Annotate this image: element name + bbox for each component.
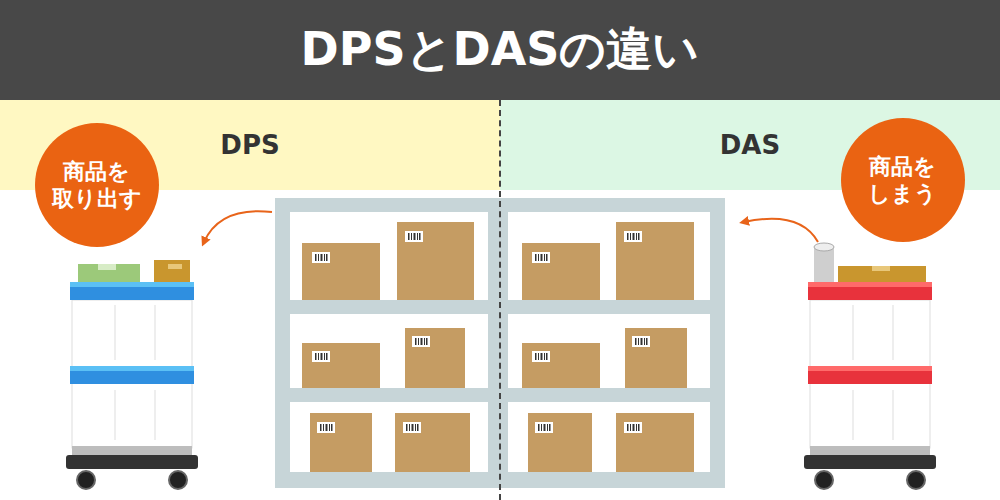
cardboard-boxes — [616, 222, 694, 300]
cardboard-boxes — [405, 231, 423, 242]
callout-circle: 商品を 取り出す — [35, 123, 159, 247]
blue-cart — [70, 366, 194, 371]
node-label: 商品を しまう — [855, 153, 952, 208]
cardboard-boxes — [632, 336, 650, 347]
shelf — [290, 402, 488, 472]
blue-cart — [70, 282, 194, 287]
cardboard-boxes — [317, 422, 335, 433]
divider-line — [499, 100, 501, 500]
cardboard-boxes — [624, 231, 642, 242]
blue-cart — [169, 471, 187, 489]
flow-arrows — [744, 219, 818, 242]
cardboard-boxes — [616, 413, 694, 472]
cardboard-boxes — [532, 252, 550, 263]
cardboard-boxes — [532, 351, 550, 362]
cardboard-boxes — [312, 351, 330, 362]
red-cart — [853, 390, 854, 440]
callout-circle: 商品を しまう — [841, 118, 965, 242]
cardboard-boxes — [310, 413, 372, 472]
shelf — [508, 314, 710, 388]
blue-cart — [115, 390, 116, 440]
blue-cart — [168, 264, 182, 269]
cardboard-boxes — [405, 328, 465, 388]
blue-cart — [154, 260, 190, 282]
node-label: DAS — [720, 130, 780, 160]
cardboard-boxes — [302, 343, 380, 388]
cardboard-boxes — [624, 422, 642, 433]
blue-cart — [70, 282, 194, 300]
red-cart — [804, 243, 936, 489]
cardboard-boxes — [412, 336, 430, 347]
node-label: 商品を 取り出す — [49, 158, 146, 213]
red-cart — [808, 282, 932, 300]
blue-cart — [77, 471, 95, 489]
red-cart — [808, 366, 932, 384]
blue-cart — [70, 366, 194, 384]
blue-cart — [66, 455, 198, 469]
blue-cart — [115, 305, 116, 360]
cardboard-boxes — [302, 243, 380, 300]
red-cart — [872, 266, 890, 271]
shelf — [290, 314, 488, 388]
cardboard-boxes — [403, 422, 421, 433]
blue-cart — [66, 260, 198, 489]
node-label: DPS — [220, 130, 279, 160]
blue-cart — [155, 390, 156, 440]
shelf — [508, 402, 710, 472]
red-cart — [808, 282, 932, 287]
shelf — [508, 212, 710, 300]
blue-cart — [72, 446, 192, 456]
red-cart — [810, 446, 930, 456]
cardboard-boxes — [395, 413, 470, 472]
cardboard-boxes — [522, 343, 600, 388]
shelf — [290, 212, 488, 300]
cardboard-boxes — [522, 243, 600, 300]
flow-arrows — [204, 211, 272, 242]
red-cart — [893, 305, 894, 360]
red-cart — [814, 243, 834, 251]
blue-cart — [155, 305, 156, 360]
red-cart — [808, 366, 932, 371]
title-bar — [0, 0, 1000, 100]
red-cart — [893, 390, 894, 440]
red-cart — [804, 455, 936, 469]
cardboard-boxes — [312, 252, 330, 263]
flow-arrows — [204, 211, 818, 242]
blue-cart — [98, 264, 116, 270]
cardboard-boxes — [625, 328, 687, 388]
cardboard-boxes — [528, 413, 592, 472]
diagram-title: DPSとDASの違い — [0, 0, 1000, 100]
red-cart — [838, 266, 926, 282]
blue-cart — [78, 264, 140, 282]
cardboard-boxes — [397, 222, 474, 300]
cardboard-boxes — [535, 422, 553, 433]
cardboard-boxes — [302, 222, 694, 472]
red-cart — [907, 471, 925, 489]
red-cart — [853, 305, 854, 360]
red-cart — [815, 471, 833, 489]
